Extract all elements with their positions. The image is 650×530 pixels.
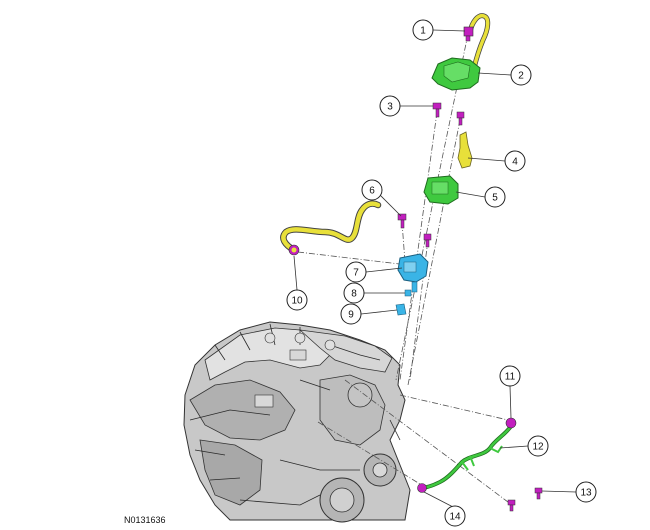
fastener-1 [463,26,474,42]
callout-7-label: 7 [353,268,359,279]
callout-7: 7 [345,261,367,283]
callout-6-label: 6 [369,186,375,197]
callout-11: 11 [499,365,521,387]
callout-9-label: 9 [348,310,354,321]
callout-4-label: 4 [512,157,518,168]
sensor-bracket-8 [404,289,412,297]
callout-3: 3 [379,95,401,117]
callout-1-label: 1 [420,26,426,37]
callout-12-label: 12 [532,442,544,453]
callout-13: 13 [575,481,597,503]
callout-5: 5 [484,186,506,208]
callout-14: 14 [444,505,466,527]
bolt-6b [423,233,432,248]
callout-8: 8 [343,282,365,304]
connector-14 [417,483,427,493]
bolt-13b [507,499,516,512]
bolt-3 [432,102,442,118]
wire-harness [418,423,514,490]
engine-assembly [183,321,411,523]
bolt-13 [534,487,543,500]
callout-2: 2 [510,64,532,86]
callout-10-label: 10 [291,296,303,307]
callout-12: 12 [527,435,549,457]
callout-3-label: 3 [387,102,393,113]
yellow-clip [457,131,473,169]
callout-11-label: 11 [505,372,516,383]
callout-6: 6 [361,179,383,201]
callout-1: 1 [412,19,434,41]
reference-number: N0131636 [124,515,166,525]
callout-8-label: 8 [351,289,357,300]
connector-11 [505,417,517,429]
leader-lines [293,29,577,509]
bolt-3b [456,111,465,126]
callout-13-label: 13 [580,488,592,499]
callout-2-label: 2 [518,71,524,82]
callout-10: 10 [286,289,308,311]
bolt-6 [397,213,407,229]
blue-part-9 [395,303,407,316]
callout-5-label: 5 [492,193,498,204]
callout-4: 4 [504,150,526,172]
callout-9: 9 [340,303,362,325]
hose-clamp-10 [288,244,300,256]
alignment-lines [297,33,513,506]
callout-14-label: 14 [449,512,461,523]
